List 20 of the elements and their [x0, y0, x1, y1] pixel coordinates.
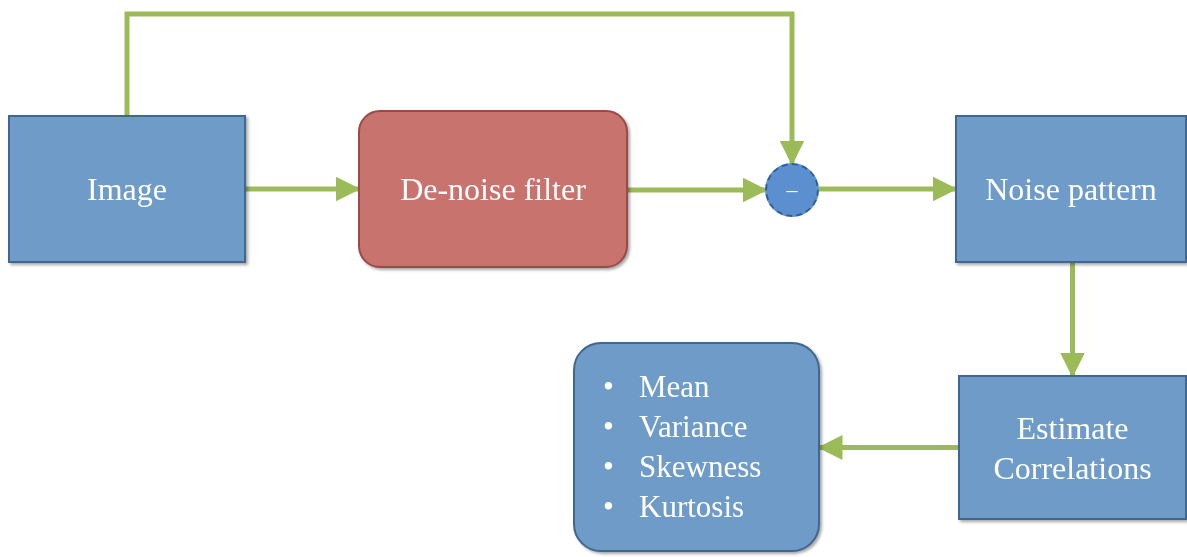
list-item: Variance	[639, 408, 748, 446]
process-box	[8, 115, 246, 263]
process-box	[958, 375, 1187, 520]
list-item: Skewness	[639, 448, 762, 486]
bullet: •	[602, 408, 615, 446]
node-label: Noise pattern	[984, 170, 1158, 209]
bullet: •	[602, 448, 615, 486]
arrow	[124, 11, 805, 166]
node-label: Image	[86, 170, 168, 209]
arrow	[1060, 263, 1085, 378]
statistics-box	[573, 342, 820, 552]
list-item: Mean	[639, 368, 710, 406]
process-box	[955, 115, 1187, 263]
node-label: –	[786, 179, 798, 201]
node-label: Estimate Correlations	[992, 408, 1153, 488]
list-item: Kurtosis	[639, 488, 745, 526]
node-label: De-noise filter	[399, 170, 587, 209]
bullet: •	[602, 368, 615, 406]
filter-box	[358, 110, 628, 268]
bullet: •	[602, 488, 615, 526]
